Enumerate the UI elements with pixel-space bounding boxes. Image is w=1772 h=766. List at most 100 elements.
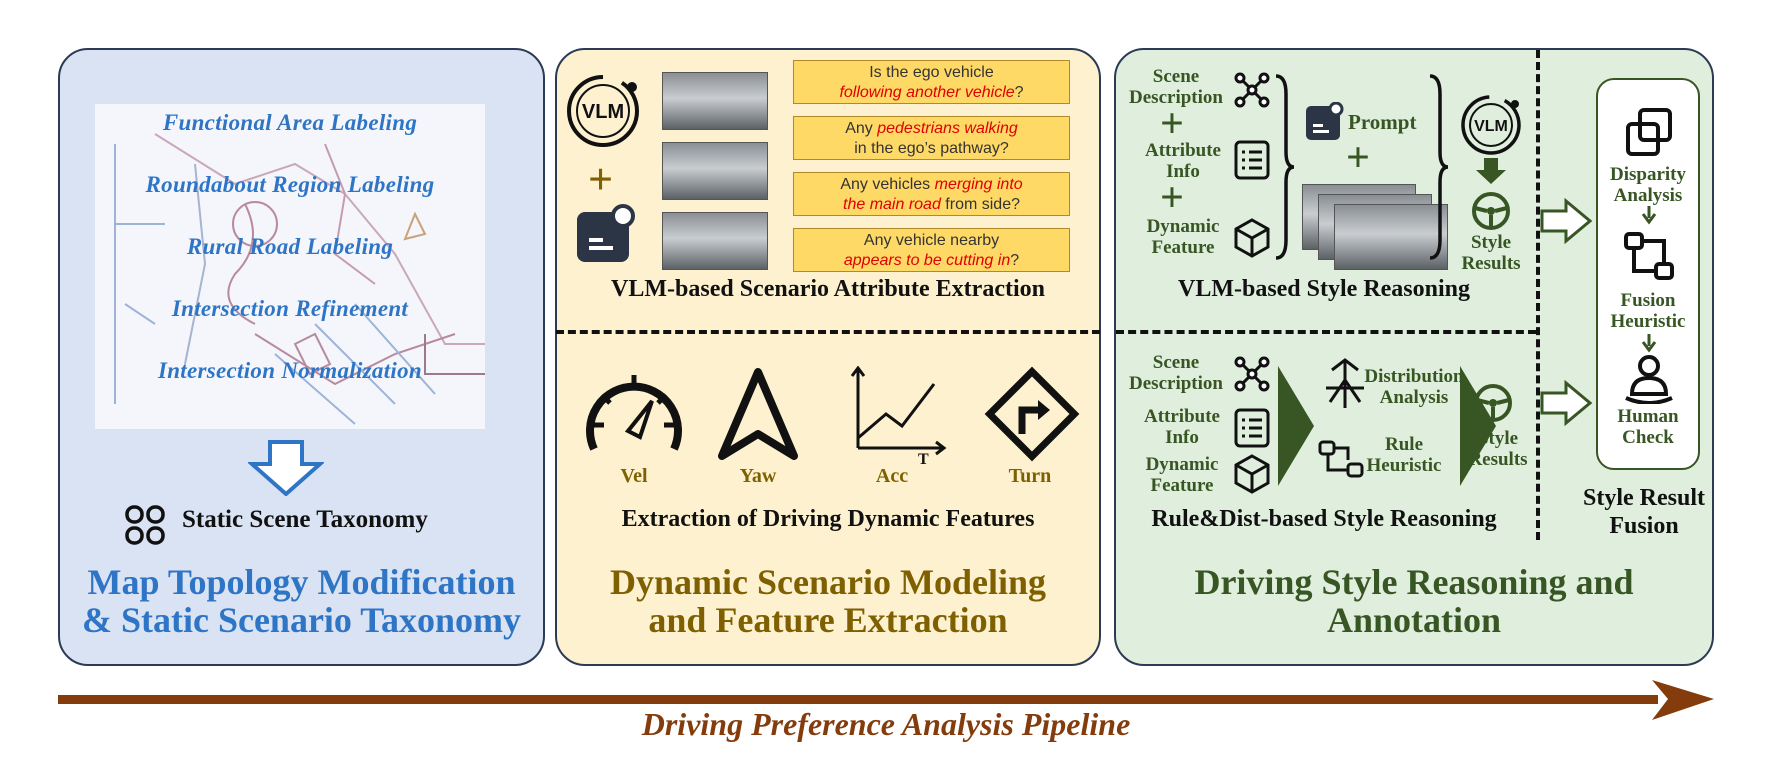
steering-wheel-icon	[1472, 192, 1510, 230]
chevron-arrow-icon	[1460, 366, 1496, 486]
panel2-title-line2: and Feature Extraction	[648, 600, 1008, 640]
question-2-text: Any	[845, 120, 878, 137]
brace-icon	[1275, 74, 1295, 260]
taxonomy-grid-icon	[125, 505, 165, 545]
rule-dist-style-reasoning-label: Rule&Dist-based Style Reasoning	[1151, 506, 1497, 532]
vlm-badge-text: VLM	[1474, 118, 1508, 135]
camera-frame-image-2	[662, 142, 768, 200]
map-label-rural-road: Rural Road Labeling	[186, 234, 394, 259]
vlm-attribute-extraction-label: VLM-based Scenario Attribute Extraction	[611, 276, 1045, 302]
question-3-highlight: merging into	[934, 176, 1023, 193]
list-icon	[1234, 408, 1270, 448]
question-2-highlight: pedestrians walking	[877, 120, 1018, 137]
question-1-text: Is the ego vehicle	[869, 64, 994, 81]
question-scroll-4: Any vehicle nearby appears to be cutting…	[793, 228, 1070, 272]
scene-graph-icon	[1234, 72, 1270, 108]
fusion-heuristic-label: Fusion Heuristic	[1610, 290, 1686, 332]
camera-frame-stack-front	[1334, 204, 1448, 270]
brace-icon	[1429, 74, 1449, 260]
question-4-end: ?	[1010, 252, 1020, 269]
small-down-arrow-icon	[1641, 206, 1657, 225]
panel1-title-line2: & Static Scenario Taxonomy	[81, 600, 521, 640]
map-topology-figure: Functional Area Labeling Roundabout Regi…	[95, 104, 485, 429]
map-label-intersection-normalization: Intersection Normalization	[157, 358, 423, 383]
cube-icon	[1234, 454, 1270, 494]
plus-icon: +	[1160, 175, 1184, 221]
bottom-style-results-label: Style Results	[1468, 428, 1528, 470]
cube-icon	[1234, 218, 1270, 258]
question-4-text: Any vehicle nearby	[863, 232, 1000, 249]
prompt-doc-icon	[1306, 102, 1344, 140]
vlm-style-reasoning-label: VLM-based Style Reasoning	[1177, 276, 1471, 302]
plus-icon: +	[1346, 135, 1370, 181]
vlm-logo-icon: VLM	[567, 75, 639, 147]
panel1-title-line1: Map Topology Modification	[87, 562, 516, 602]
feature-label-turn: Turn	[1008, 465, 1052, 487]
small-down-arrow-icon	[1641, 334, 1657, 353]
panel3-title: Driving Style Reasoning and Annotation	[1114, 563, 1714, 639]
question-3-end: from side?	[940, 196, 1020, 213]
yaw-arrow-icon	[718, 368, 798, 460]
human-check-label: Human Check	[1617, 406, 1679, 448]
top-dynamic-feature-label: Dynamic Feature	[1146, 216, 1220, 258]
question-1-end: ?	[1014, 84, 1024, 101]
scene-graph-icon	[1234, 356, 1270, 392]
panel3-title-line1: Driving Style Reasoning and	[1194, 562, 1634, 602]
panel1-title: Map Topology Modification & Static Scena…	[58, 563, 545, 639]
vlm-badge-text: VLM	[582, 101, 624, 123]
chevron-arrow-icon	[1278, 366, 1314, 486]
acceleration-chart-icon: T	[850, 366, 947, 466]
vlm-logo-icon: VLM	[1461, 95, 1521, 155]
question-scroll-3: Any vehicles merging into the main road …	[793, 172, 1070, 216]
hollow-right-arrow-icon	[1540, 198, 1593, 244]
divider-dashed-vertical	[1536, 50, 1540, 540]
panel2-title: Dynamic Scenario Modeling and Feature Ex…	[555, 563, 1101, 639]
disparity-analysis-label: Disparity Analysis	[1610, 164, 1686, 206]
dynamic-feature-extraction-label: Extraction of Driving Dynamic Features	[621, 506, 1035, 532]
turn-sign-icon	[984, 366, 1080, 462]
divider-dashed	[1116, 330, 1536, 334]
question-scroll-1: Is the ego vehicle following another veh…	[793, 60, 1070, 104]
question-3-highlight-2: the main road	[843, 196, 941, 213]
fusion-box	[1596, 78, 1700, 470]
human-check-icon	[1625, 355, 1673, 404]
question-scroll-2: Any pedestrians walking in the ego’s pat…	[793, 116, 1070, 160]
panel3-title-line2: Annotation	[1326, 600, 1502, 640]
overlap-squares-icon	[1626, 108, 1672, 156]
question-2-end: in the ego’s pathway?	[854, 140, 1009, 157]
map-label-intersection-refinement: Intersection Refinement	[171, 296, 409, 321]
static-scene-taxonomy-label: Static Scene Taxonomy	[182, 506, 428, 533]
question-3-text: Any vehicles	[840, 176, 935, 193]
feature-label-acc: Acc	[875, 465, 909, 487]
plus-icon: +	[1160, 101, 1184, 147]
top-style-results-label: Style Results	[1461, 232, 1521, 274]
hollow-right-arrow-icon	[1540, 380, 1593, 426]
feature-label-yaw: Yaw	[739, 465, 777, 487]
rule-heuristic-label: Rule Heuristic	[1366, 434, 1442, 476]
camera-frame-image-1	[662, 72, 768, 130]
distribution-analysis-label: Distribution Analysis	[1364, 366, 1464, 408]
steering-wheel-icon	[1474, 384, 1512, 422]
prompt-doc-icon	[577, 204, 635, 262]
style-result-fusion-label: Style Result Fusion	[1583, 485, 1705, 539]
down-arrow-icon	[248, 440, 324, 496]
top-prompt-label: Prompt	[1348, 110, 1417, 134]
bottom-scene-description-label: Scene Description	[1129, 352, 1223, 394]
rule-flow-icon	[1318, 440, 1364, 478]
divider-dashed	[556, 330, 1100, 334]
top-scene-description-label: Scene Description	[1129, 66, 1223, 108]
fusion-flow-icon	[1624, 232, 1674, 280]
top-attribute-info-label: Attribute Info	[1145, 140, 1221, 182]
plus-icon: +	[588, 155, 614, 204]
list-icon	[1234, 140, 1270, 180]
acc-axis-label: T	[918, 451, 929, 466]
question-4-highlight: appears to be cutting in	[843, 252, 1011, 269]
map-label-functional-area: Functional Area Labeling	[162, 110, 418, 135]
down-arrow-icon	[1476, 158, 1506, 184]
distribution-tree-icon	[1326, 358, 1364, 408]
map-label-roundabout: Roundabout Region Labeling	[145, 172, 435, 197]
panel2-title-line1: Dynamic Scenario Modeling	[610, 562, 1046, 602]
road-network-icon	[114, 133, 485, 425]
pipeline-arrow-icon	[58, 680, 1714, 720]
bottom-dynamic-feature-label: Dynamic Feature	[1145, 454, 1219, 496]
